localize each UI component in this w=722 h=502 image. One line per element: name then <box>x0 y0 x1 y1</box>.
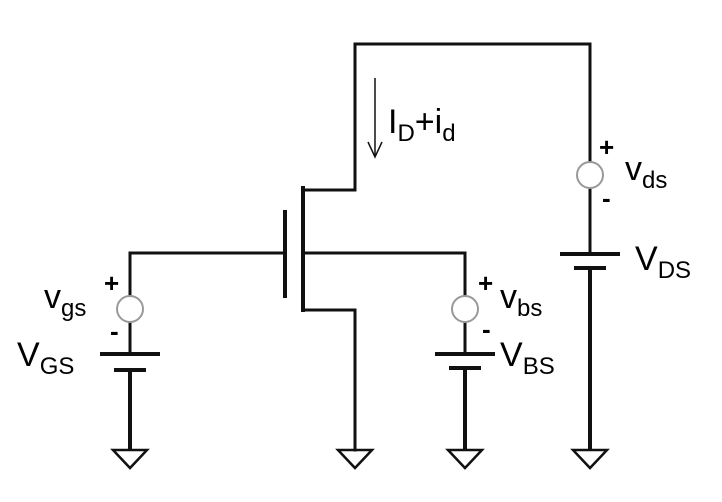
vds-label: vds <box>625 150 667 194</box>
vgs-label: vgs <box>44 278 86 322</box>
ground-icon-drain <box>570 448 610 470</box>
vds-battery-icon <box>560 252 620 270</box>
gate-wire <box>128 251 287 298</box>
vgs-source-icon <box>116 295 144 323</box>
vds-source-icon <box>576 161 604 189</box>
vgs-battery-icon <box>100 352 160 372</box>
ground-icon-source <box>335 448 375 470</box>
vbs-label: vbs <box>500 278 542 322</box>
vbs-source-icon <box>451 295 479 323</box>
body-wire <box>301 251 467 298</box>
ground-icon-gate <box>110 448 150 470</box>
VBS-label: VBS <box>500 336 555 380</box>
vds-minus-sign: - <box>602 183 611 213</box>
vgs-minus-sign: - <box>110 316 119 346</box>
drain-current-arrow-icon <box>367 78 383 159</box>
drain-current-label: ID+id <box>388 103 456 147</box>
ground-icon-body <box>445 448 485 470</box>
vbs-battery-icon <box>435 352 495 370</box>
VGS-label: VGS <box>17 336 74 380</box>
vgs-plus-sign: + <box>104 268 119 298</box>
vds-plus-sign: + <box>599 132 614 162</box>
VDS-label: VDS <box>635 240 691 284</box>
vbs-plus-sign: + <box>478 268 493 298</box>
drain-wire <box>301 42 592 192</box>
vbs-minus-sign: - <box>482 314 491 344</box>
